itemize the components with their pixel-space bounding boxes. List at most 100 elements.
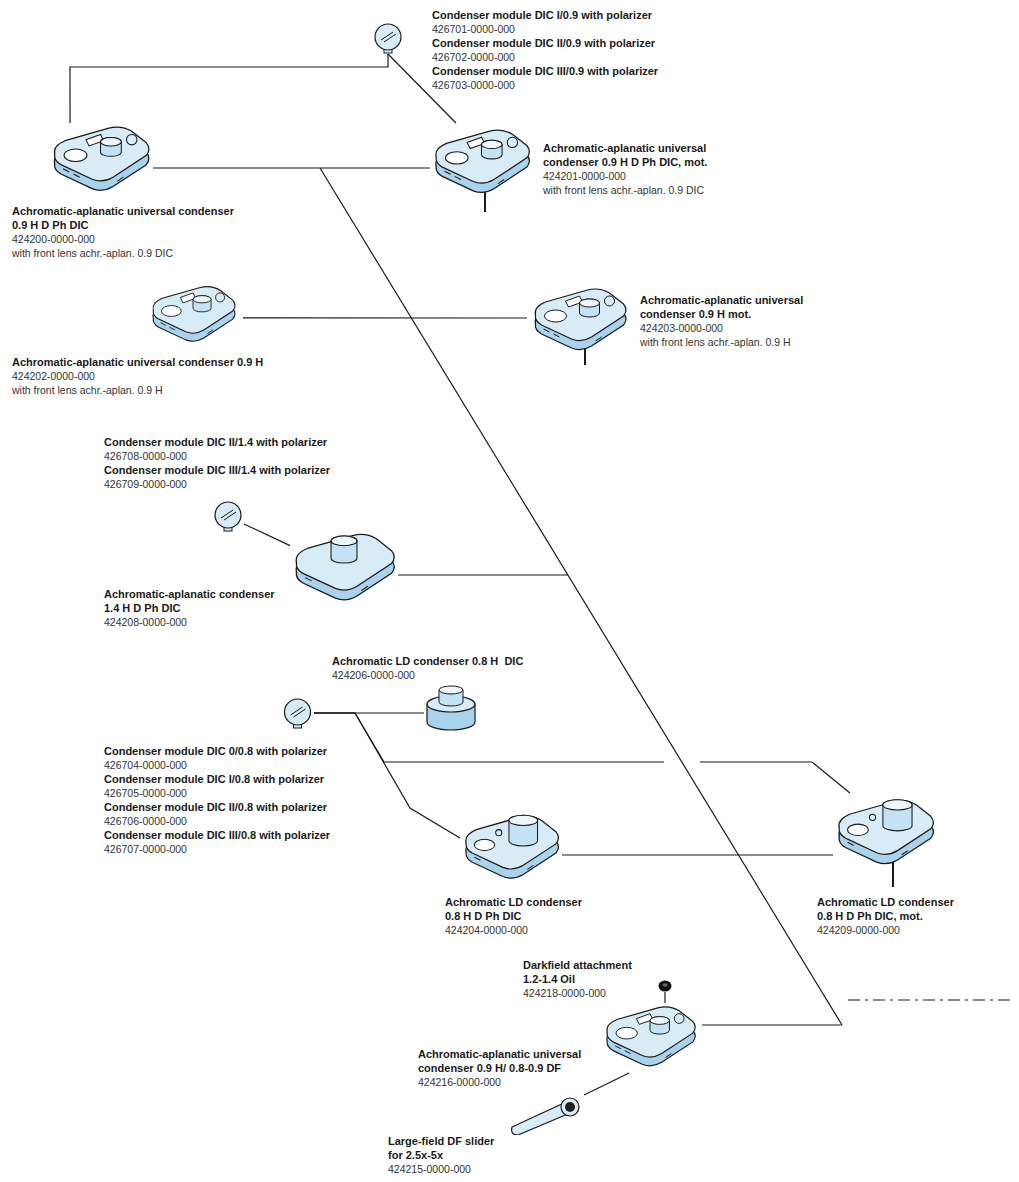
part-number: 426707-0000-000: [104, 842, 364, 856]
part-number: 424206-0000-000: [332, 668, 592, 682]
part-name: Achromatic-aplanatic universal condenser…: [543, 141, 718, 169]
part-number: 424203-0000-000: [640, 321, 815, 335]
part-name: Achromatic-aplanatic universal condenser…: [12, 204, 244, 232]
bus-stub: [702, 1024, 842, 1025]
connector-line: [243, 317, 527, 318]
component-node: Achromatic-aplanatic universal condenser…: [598, 1003, 702, 1073]
part-number: 426705-0000-000: [104, 786, 364, 800]
component-node: Achromatic LD condenser 0.8 H DIC424206-…: [424, 680, 478, 735]
component-node: Condenser module DIC II/1.4 with polariz…: [212, 500, 244, 532]
part-name: Condenser module DIC III/0.8 with polari…: [104, 828, 364, 842]
part-name: Achromatic LD condenser 0.8 H DIC: [332, 654, 592, 668]
condenser-picture: [839, 800, 933, 864]
component-node: Achromatic-aplanatic universal condenser…: [143, 283, 243, 348]
part-number: 426702-0000-000: [432, 50, 692, 64]
connector-line: [244, 524, 290, 546]
part-number: 424200-0000-000: [12, 232, 244, 246]
label-block: Large-field DF slider for 2.5x-5x424215-…: [388, 1134, 503, 1176]
condenser-module-picture: [375, 24, 401, 53]
condenser-picture: [427, 686, 475, 730]
part-name: Darkfield attachment 1.2-1.4 Oil: [523, 958, 641, 986]
connector-line: [562, 854, 833, 855]
part-name: Achromatic-aplanatic universal condenser…: [12, 355, 332, 369]
part-number: with front lens achr.-aplan. 0.9 H: [640, 335, 815, 349]
part-number: with front lens achr.-aplan. 0.9 H: [12, 383, 332, 397]
part-number: 426703-0000-000: [432, 78, 692, 92]
component-node: Achromatic-aplanatic universal condenser…: [527, 285, 632, 357]
label-block: Achromatic LD condenser 0.8 H D Ph DIC42…: [445, 895, 593, 937]
condenser-picture: [54, 127, 149, 190]
part-name: Achromatic LD condenser 0.8 H D Ph DIC, …: [817, 895, 965, 923]
part-number: 426701-0000-000: [432, 22, 692, 36]
part-name: Condenser module DIC II/0.9 with polariz…: [432, 36, 692, 50]
part-name: Large-field DF slider for 2.5x-5x: [388, 1134, 503, 1162]
part-number: 424204-0000-000: [445, 923, 593, 937]
part-number: 426704-0000-000: [104, 758, 364, 772]
label-block: Achromatic-aplanatic universal condenser…: [12, 204, 244, 260]
condenser-picture: [466, 815, 559, 878]
bus-stub: [398, 574, 568, 575]
part-number: 426706-0000-000: [104, 814, 364, 828]
part-number: 424208-0000-000: [104, 615, 284, 629]
condenser-picture: [535, 289, 626, 350]
part-number: 424202-0000-000: [12, 369, 332, 383]
connector-line: [314, 713, 850, 793]
component-node: Achromatic-aplanatic condenser 1.4 H D P…: [290, 530, 398, 608]
part-number: 424218-0000-000: [523, 986, 641, 1000]
condenser-picture: [296, 534, 394, 599]
part-name: Achromatic LD condenser 0.8 H D Ph DIC: [445, 895, 593, 923]
part-name: Condenser module DIC III/1.4 with polari…: [104, 463, 364, 477]
label-block: Achromatic-aplanatic condenser 1.4 H D P…: [104, 587, 284, 629]
label-block: Achromatic-aplanatic universal condenser…: [640, 293, 815, 349]
component-node: Condenser module DIC I/0.9 with polarize…: [372, 22, 404, 54]
part-number: 424216-0000-000: [418, 1075, 590, 1089]
component-node: Achromatic LD condenser 0.8 H D Ph DIC, …: [833, 793, 937, 875]
part-name: Condenser module DIC 0/0.8 with polarize…: [104, 744, 364, 758]
part-name: Achromatic-aplanatic universal condenser…: [418, 1047, 590, 1075]
darkfield-picture: [659, 981, 672, 992]
stand-bus-line: [320, 168, 842, 1025]
part-number: 426708-0000-000: [104, 449, 364, 463]
part-name: Condenser module DIC III/0.9 with polari…: [432, 64, 692, 78]
connector-line: [584, 1073, 629, 1095]
part-name: Condenser module DIC I/0.9 with polarize…: [432, 8, 692, 22]
label-block: Achromatic-aplanatic universal condenser…: [418, 1047, 590, 1089]
part-name: Condenser module DIC II/0.8 with polariz…: [104, 800, 364, 814]
label-block: Achromatic-aplanatic universal condenser…: [12, 355, 332, 397]
component-node: Achromatic LD condenser 0.8 H D Ph DIC42…: [460, 812, 562, 886]
motor-cable: [484, 190, 486, 212]
connector-line: [153, 167, 430, 168]
continuation-line: [848, 999, 1015, 1000]
label-block: Achromatic-aplanatic universal condenser…: [543, 141, 718, 197]
part-name: Achromatic-aplanatic condenser 1.4 H D P…: [104, 587, 284, 615]
label-block: Darkfield attachment 1.2-1.4 Oil424218-0…: [523, 958, 641, 1000]
part-number: with front lens achr.-aplan. 0.9 DIC: [543, 183, 718, 197]
label-block: Achromatic LD condenser 0.8 H D Ph DIC, …: [817, 895, 965, 937]
label-block: Condenser module DIC 0/0.8 with polarize…: [104, 744, 364, 856]
condenser-module-picture: [285, 699, 311, 728]
label-block: Condenser module DIC I/0.9 with polarize…: [432, 8, 692, 92]
part-name: Condenser module DIC I/0.8 with polarize…: [104, 772, 364, 786]
connector-line: [314, 713, 460, 838]
part-number: 426709-0000-000: [104, 477, 364, 491]
condenser-picture: [436, 130, 530, 192]
label-block: Condenser module DIC II/1.4 with polariz…: [104, 435, 364, 491]
condenser-picture: [153, 287, 235, 342]
connector-line: [664, 992, 665, 1003]
component-node: Darkfield attachment 1.2-1.4 Oil424218-0…: [658, 980, 672, 992]
component-node: Large-field DF slider for 2.5x-5x424215-…: [508, 1095, 588, 1135]
connector-line: [70, 54, 388, 123]
part-name: Achromatic-aplanatic universal condenser…: [640, 293, 815, 321]
part-number: 424201-0000-000: [543, 169, 718, 183]
condenser-picture: [607, 1007, 695, 1066]
part-number: with front lens achr.-aplan. 0.9 DIC: [12, 246, 244, 260]
slider-picture: [512, 1098, 579, 1135]
label-block: Achromatic LD condenser 0.8 H DIC424206-…: [332, 654, 592, 682]
component-node: Condenser module DIC 0/0.8 with polarize…: [281, 697, 314, 729]
part-name: Condenser module DIC II/1.4 with polariz…: [104, 435, 364, 449]
component-node: Achromatic-aplanatic universal condenser…: [430, 123, 533, 203]
part-number: 424215-0000-000: [388, 1162, 503, 1176]
condenser-module-picture: [215, 502, 241, 531]
part-number: 424209-0000-000: [817, 923, 965, 937]
